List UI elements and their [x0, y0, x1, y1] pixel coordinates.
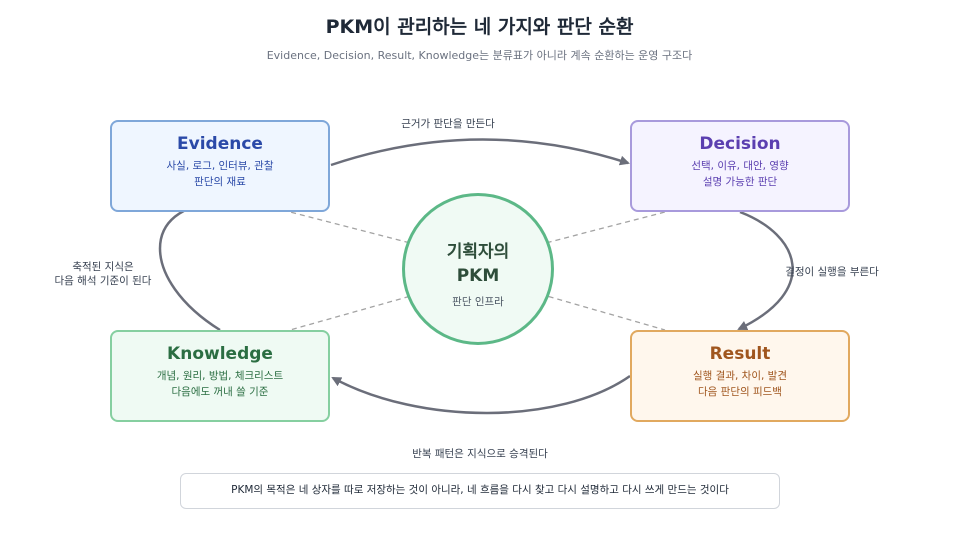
- result-line1: 실행 결과, 차이, 발견: [693, 370, 787, 382]
- result-line2: 다음 판단의 피드백: [698, 386, 782, 398]
- evidence-line2: 판단의 재료: [194, 176, 246, 188]
- decision-line1: 선택, 이유, 대안, 영향: [691, 160, 789, 172]
- spoke-decision: [537, 211, 666, 246]
- center-caption: 판단 인프라: [452, 296, 504, 308]
- spoke-result: [539, 293, 666, 331]
- decision-title: Decision: [699, 134, 781, 154]
- diagram-title: PKM이 관리하는 네 가지와 판단 순환: [325, 16, 634, 38]
- decision-line2: 설명 가능한 판단: [702, 176, 778, 188]
- knowledge-box: Knowledge 개념, 원리, 방법, 체크리스트 다음에도 꺼내 쓸 기준: [110, 330, 330, 422]
- spoke-evidence: [289, 211, 419, 246]
- result-title: Result: [709, 344, 771, 364]
- spoke-knowledge: [289, 293, 419, 331]
- edge-label-result-knowledge: 반복 패턴은 지식으로 승격된다: [412, 448, 548, 460]
- arrow-result-to-knowledge: [331, 374, 631, 415]
- evidence-title: Evidence: [177, 134, 263, 154]
- edge-label-knowledge-evidence: 축적된 지식은 다음 해석 기준이 된다: [40, 260, 166, 288]
- center-line2: PKM: [456, 266, 500, 286]
- footer-note: PKM의 목적은 네 상자를 따로 저장하는 것이 아니라, 네 흐름을 다시 …: [180, 473, 780, 509]
- knowledge-line1: 개념, 원리, 방법, 체크리스트: [156, 370, 284, 382]
- knowledge-title: Knowledge: [167, 344, 273, 364]
- edge-label-evidence-decision: 근거가 판단을 만든다: [401, 118, 495, 130]
- arrow-knowledge-to-evidence: [158, 198, 222, 332]
- evidence-line1: 사실, 로그, 인터뷰, 관찰: [166, 160, 274, 172]
- decision-box: Decision 선택, 이유, 대안, 영향 설명 가능한 판단: [630, 120, 850, 212]
- knowledge-line2: 다음에도 꺼내 쓸 기준: [171, 386, 269, 398]
- pkm-center-circle: 기획자의 PKM 판단 인프라: [402, 193, 554, 345]
- diagram-subtitle: Evidence, Decision, Result, Knowledge는 분…: [266, 49, 693, 62]
- edge-label-knowledge-evidence-line1: 축적된 지식은: [72, 261, 134, 273]
- edge-label-decision-result: 결정이 실행을 부른다: [785, 266, 879, 278]
- evidence-box: Evidence 사실, 로그, 인터뷰, 관찰 판단의 재료: [110, 120, 330, 212]
- result-box: Result 실행 결과, 차이, 발견 다음 판단의 피드백: [630, 330, 850, 422]
- center-line1: 기획자의: [446, 242, 510, 262]
- arrow-decision-to-result: [737, 210, 794, 331]
- arrow-evidence-to-decision: [330, 138, 630, 167]
- edge-label-knowledge-evidence-line2: 다음 해석 기준이 된다: [54, 275, 152, 287]
